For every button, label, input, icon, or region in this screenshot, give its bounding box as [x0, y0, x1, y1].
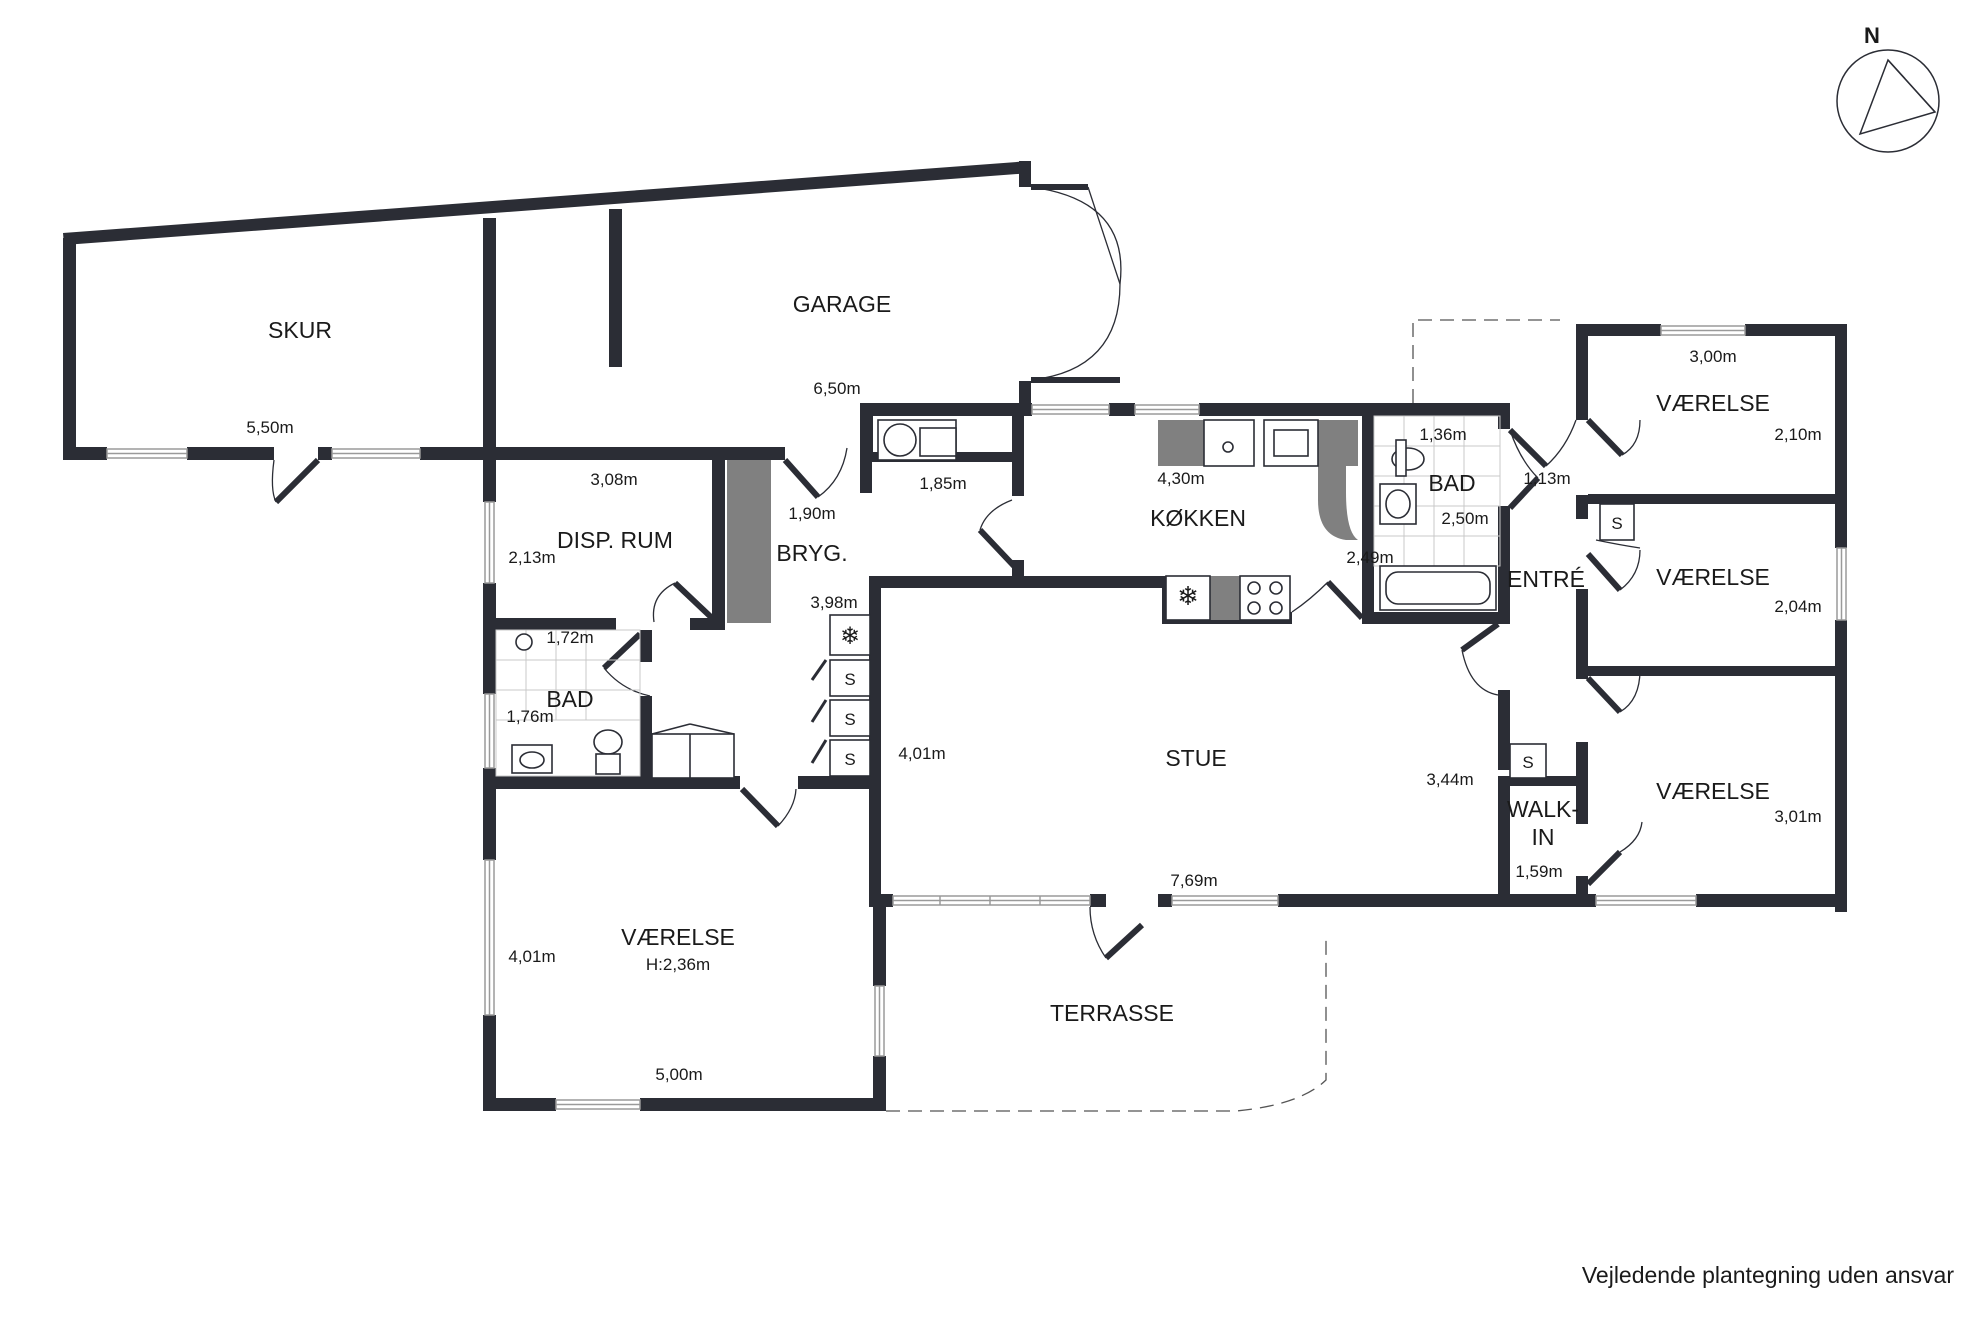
dim-garage: 6,50m	[813, 379, 860, 398]
room-vaerelse-left-label: VÆRELSE	[621, 924, 735, 950]
door-vaerelse-left	[739, 786, 797, 829]
door-skur	[271, 457, 321, 505]
dim-bryg-w: 1,90m	[788, 504, 835, 523]
door-bryg-garage	[782, 447, 848, 499]
door-vaerelse-mid	[1585, 549, 1641, 592]
window-stue-1	[892, 895, 1091, 906]
window-vaerelse-mid	[1836, 547, 1847, 621]
room-vaerelse-top-label: VÆRELSE	[1656, 390, 1770, 416]
door-vaerelse-top	[1585, 417, 1641, 458]
bad-right-fixtures	[1373, 415, 1501, 611]
room-entre-label: ENTRÉ	[1507, 566, 1585, 592]
dim-bad-small-w: 1,72m	[546, 628, 593, 647]
door-closet-mid	[1595, 539, 1641, 549]
room-bad-right-label: BAD	[1428, 470, 1475, 496]
window-skur-2	[331, 448, 421, 459]
dim-bad-right-w: 1,36m	[1419, 425, 1466, 444]
dim-bad-small-h: 1,76m	[506, 707, 553, 726]
doors	[271, 184, 1643, 961]
dim-vaerelse-left-w: 5,00m	[655, 1065, 702, 1084]
dim-vaerelse-top-h: 2,10m	[1774, 425, 1821, 444]
room-bad-small-label: BAD	[546, 686, 593, 712]
freezer-icon: ❄	[1177, 581, 1199, 611]
cabinet-label-3: S	[844, 750, 855, 769]
room-walkin-label-1: WALK-	[1507, 796, 1579, 822]
cabinets: ❄ S S S S S	[829, 503, 1635, 779]
door-bad-small	[601, 631, 651, 697]
door-vaerelse-br	[1585, 669, 1641, 715]
dim-bryg-laundry: 1,85m	[919, 474, 966, 493]
terrace-outline	[886, 319, 1560, 1112]
window-vaerelse-br	[1595, 895, 1697, 906]
room-koekken-label: KØKKEN	[1150, 505, 1246, 531]
door-bryg-cabinets	[810, 659, 828, 764]
window-kitchen-1	[1031, 404, 1110, 415]
room-vaerelse-left-height: H:2,36m	[646, 955, 710, 974]
window-disp-rum	[484, 501, 495, 584]
window-vaerelse-top	[1660, 325, 1746, 336]
dim-vaerelse-mid-h: 2,04m	[1774, 597, 1821, 616]
freezer-bryg-icon: ❄	[840, 623, 860, 650]
door-entre-stue	[1460, 621, 1500, 696]
dim-koekken-h: 2,49m	[1346, 548, 1393, 567]
dim-bad-right-h: 2,50m	[1441, 509, 1488, 528]
dim-stue-h-left: 4,01m	[898, 744, 945, 763]
dim-koekken-w: 4,30m	[1157, 469, 1204, 488]
compass-north-label: N	[1864, 23, 1880, 48]
room-garage-label: GARAGE	[793, 291, 891, 317]
kitchen-fixtures: ❄	[1158, 419, 1358, 621]
window-kitchen-2	[1134, 404, 1200, 415]
dim-disp-rum-w: 3,08m	[590, 470, 637, 489]
room-bryg-label: BRYG.	[776, 540, 847, 566]
dim-vaerelse-left-h: 4,01m	[508, 947, 555, 966]
room-terrasse-label: TERRASSE	[1050, 1000, 1174, 1026]
room-disp-rum-label: DISP. RUM	[557, 527, 673, 553]
dim-vaerelse-top-w: 3,00m	[1689, 347, 1736, 366]
dimension-labels: 5,50m 6,50m 3,08m 2,13m 1,90m 3,98m 1,85…	[246, 347, 1821, 1084]
laundry-fixtures	[877, 419, 957, 461]
door-stue-terrace	[1089, 906, 1145, 961]
compass: N	[1836, 23, 1940, 153]
dim-disp-rum-h: 2,13m	[508, 548, 555, 567]
dim-stue-w: 7,69m	[1170, 871, 1217, 890]
room-labels: SKUR GARAGE DISP. RUM BRYG. BAD KØKKEN B…	[268, 291, 1770, 1026]
dim-vaerelse-br-h: 3,01m	[1774, 807, 1821, 826]
window-vaerelse-left-east	[874, 985, 885, 1057]
room-walkin-label-2: IN	[1532, 824, 1555, 850]
door-bad-right	[1507, 429, 1541, 511]
door-entre-front	[1507, 419, 1577, 469]
cabinet-label-4: S	[1611, 514, 1622, 533]
dim-stue-h-right: 3,44m	[1426, 770, 1473, 789]
door-walkin	[1585, 821, 1643, 887]
cabinet-label-2: S	[844, 710, 855, 729]
room-skur-label: SKUR	[268, 317, 332, 343]
window-bad-small	[484, 693, 495, 769]
door-kitchen-stue	[1291, 579, 1365, 621]
window-stue-2	[1171, 895, 1279, 906]
dim-walkin: 1,59m	[1515, 862, 1562, 881]
walls	[63, 161, 1847, 1111]
windows	[106, 325, 1847, 1110]
window-vaerelse-left-west	[484, 859, 495, 1016]
dim-entre-w: 1,13m	[1523, 469, 1570, 488]
room-vaerelse-mid-label: VÆRELSE	[1656, 564, 1770, 590]
cabinet-label-5: S	[1522, 753, 1533, 772]
room-stue-label: STUE	[1165, 745, 1226, 771]
dim-skur: 5,50m	[246, 418, 293, 437]
disclaimer-text: Vejledende plantegning uden ansvar	[1581, 1262, 1954, 1288]
room-vaerelse-br-label: VÆRELSE	[1656, 778, 1770, 804]
window-vaerelse-left-south	[555, 1099, 641, 1110]
cabinet-label-1: S	[844, 670, 855, 689]
window-skur-1	[106, 448, 188, 459]
door-garage-double	[1030, 184, 1122, 383]
dim-bryg-h: 3,98m	[810, 593, 857, 612]
door-kitchen-bryg	[977, 499, 1017, 569]
door-disp-rum	[652, 580, 715, 623]
bad-small-fixtures	[495, 629, 735, 779]
